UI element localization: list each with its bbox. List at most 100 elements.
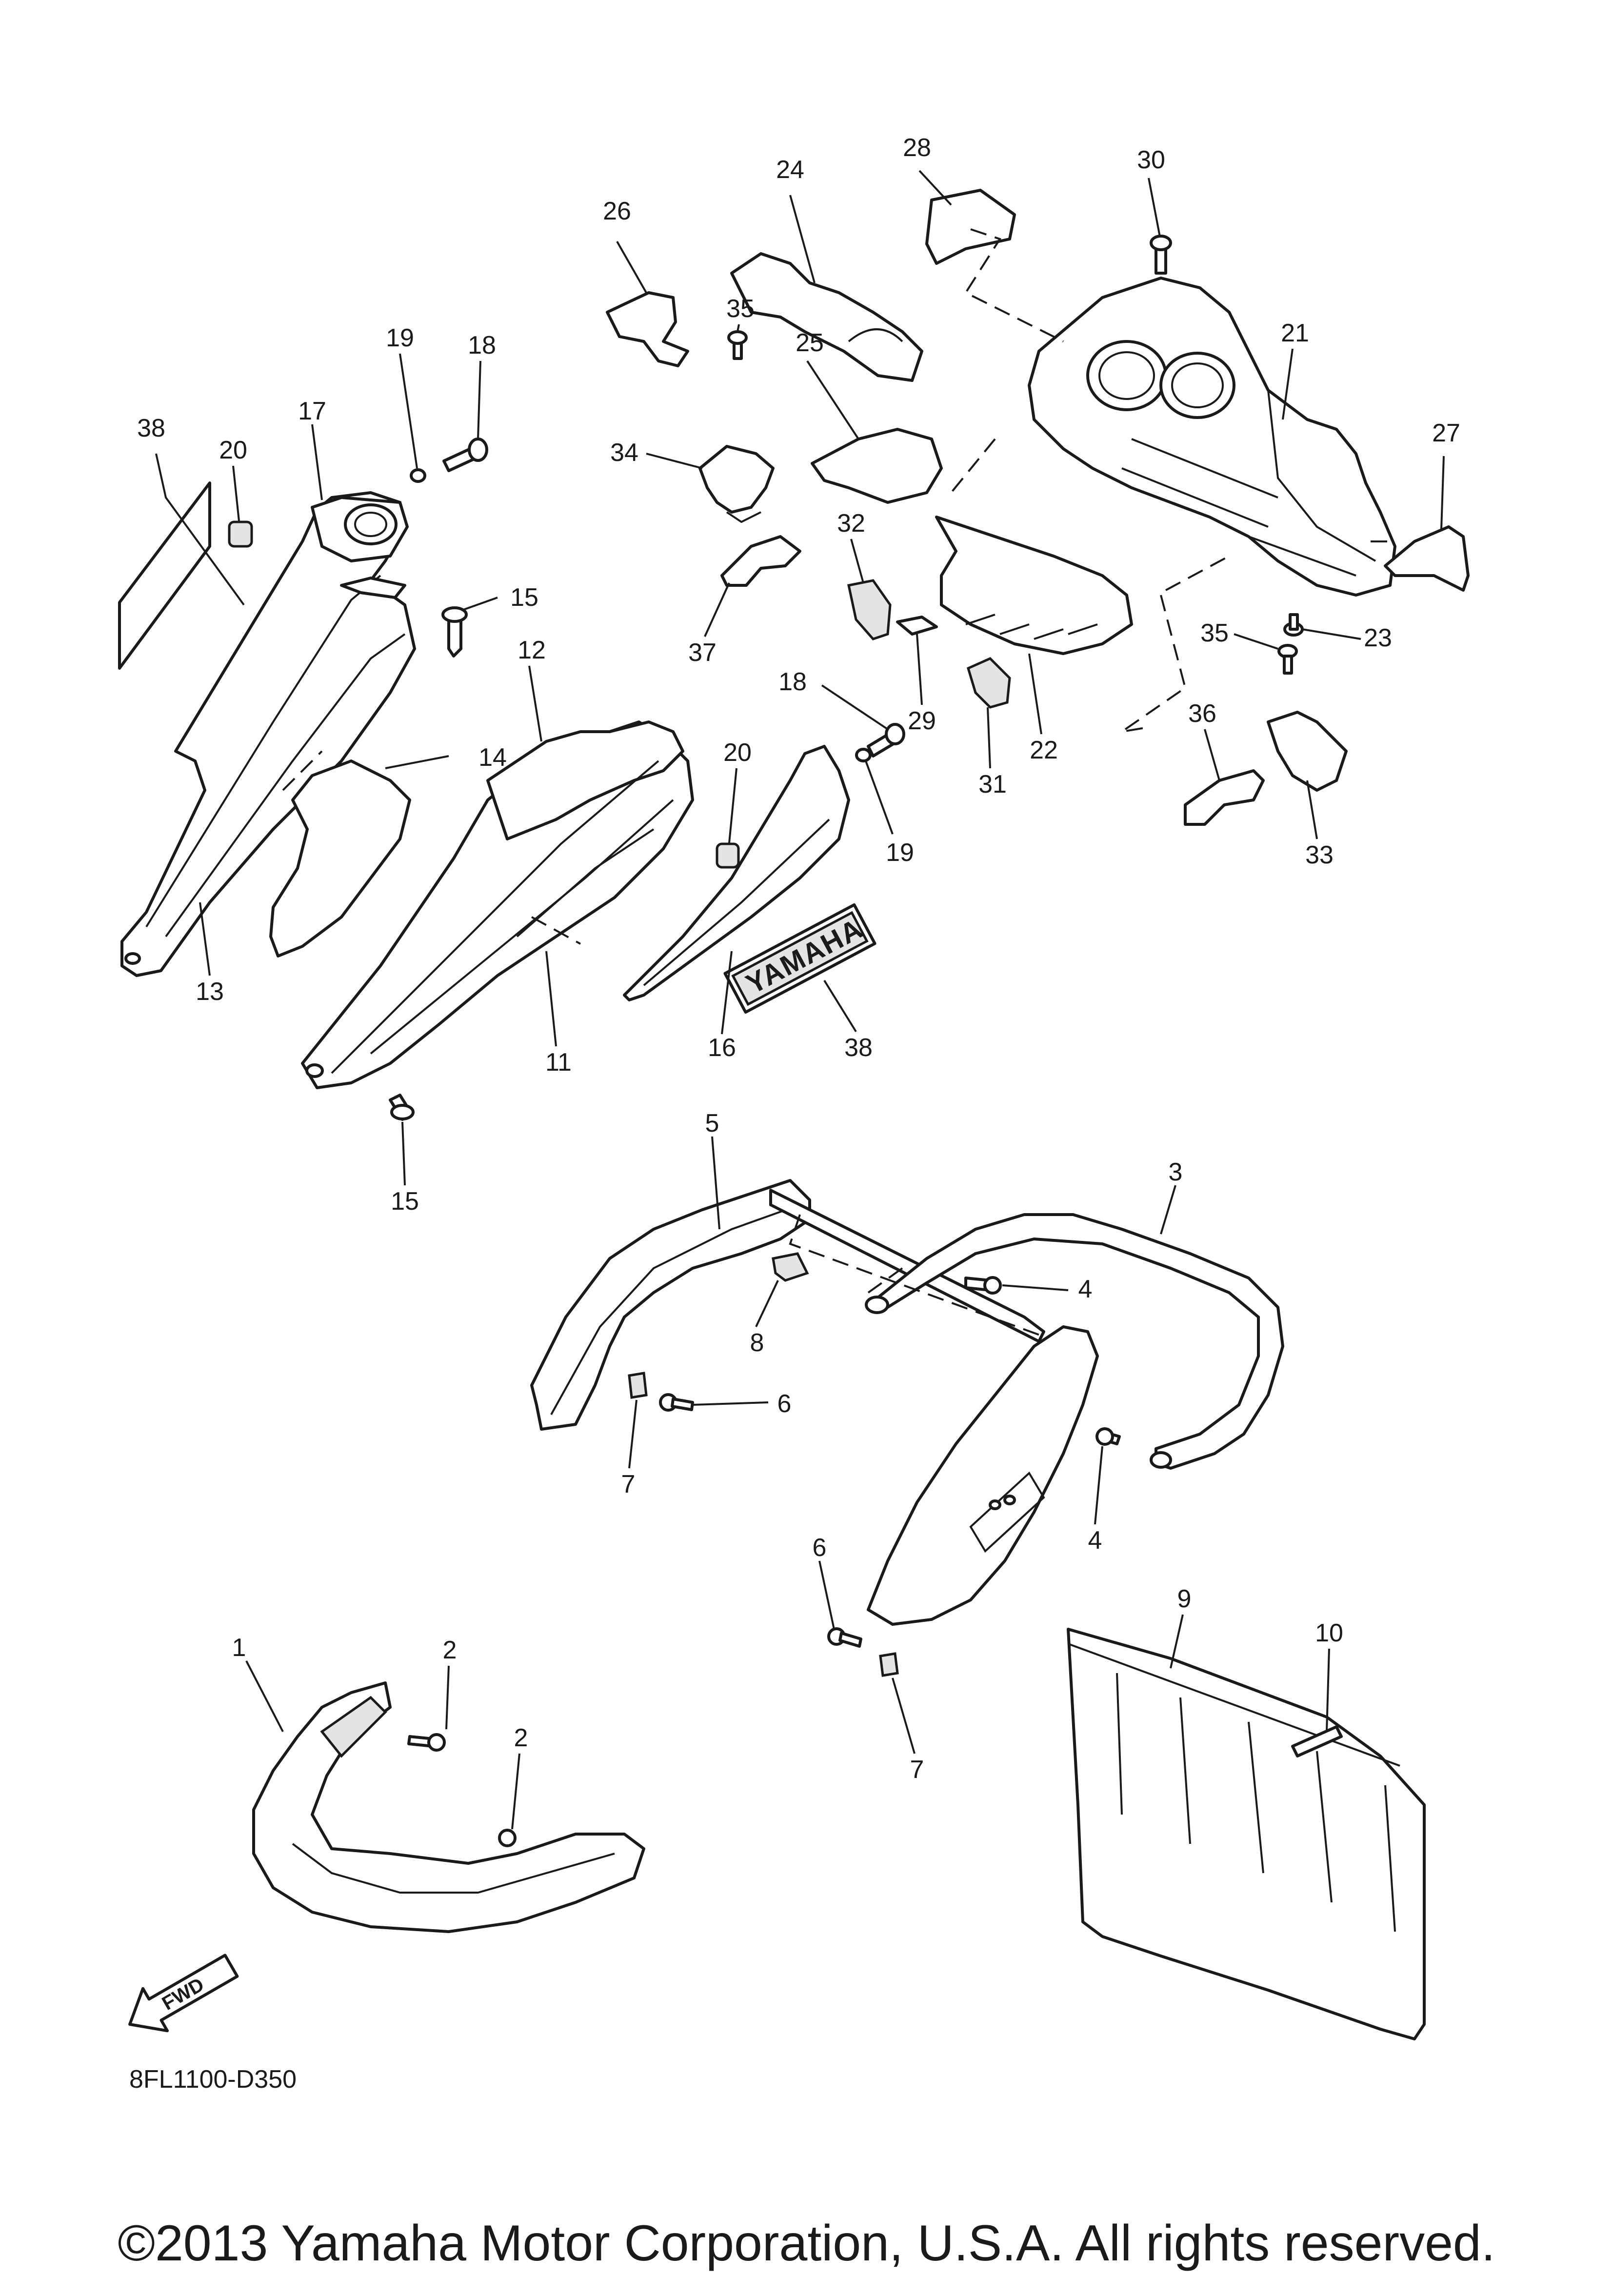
diagram-code: 8FL1100-D350 <box>129 2065 297 2094</box>
leader-8 <box>755 1280 779 1327</box>
leader-30 <box>1148 178 1161 237</box>
washer-19-right <box>855 748 872 762</box>
snow-flap-9-top <box>1068 1643 1400 1767</box>
side-cover-16-ridge <box>643 819 830 986</box>
bumper-3-end-left <box>865 1296 889 1314</box>
yamaha-decal-inner <box>731 911 869 1006</box>
screw-23 <box>1289 613 1299 631</box>
bolt-4-lower-head <box>1095 1427 1114 1446</box>
leader-7b <box>892 1677 916 1754</box>
gauge-right-inner <box>1171 362 1224 408</box>
leader-11 <box>545 951 557 1047</box>
callout-31: 31 <box>978 770 1007 799</box>
leader-34 <box>646 453 703 469</box>
leader-20b <box>728 768 737 843</box>
clip-7-lower <box>879 1652 899 1677</box>
callout-26: 26 <box>603 197 631 225</box>
bracket-17-hook <box>340 577 406 599</box>
callout-20b: 20 <box>723 739 752 767</box>
leader-2a <box>445 1665 450 1730</box>
leader-14 <box>385 755 449 769</box>
bracket-34 <box>698 445 775 514</box>
leader-27 <box>1440 456 1445 530</box>
callout-17: 17 <box>298 397 326 425</box>
front-bumper-1 <box>252 1681 645 1933</box>
callout-27: 27 <box>1432 419 1460 447</box>
callout-16: 16 <box>708 1034 736 1062</box>
leader-2b <box>511 1753 520 1830</box>
leader-10 <box>1326 1648 1330 1732</box>
dash-vents <box>1121 438 1356 577</box>
assembly-line-1 <box>282 750 323 791</box>
callout-36: 36 <box>1188 699 1216 728</box>
callout-7b: 7 <box>910 1756 924 1784</box>
leader-18b <box>821 684 889 730</box>
leader-36 <box>1204 729 1220 781</box>
callout-24: 24 <box>776 156 804 184</box>
inner-panel-14 <box>269 759 411 958</box>
leader-15b <box>401 1121 406 1186</box>
leader-5 <box>711 1136 720 1230</box>
guard-5-right <box>867 1325 1099 1626</box>
callout-28: 28 <box>903 134 931 162</box>
bumper-3-end-right <box>1150 1451 1172 1469</box>
fwd-arrow: FWD <box>128 1954 239 2033</box>
leader-20a <box>232 465 240 521</box>
copyright-notice: ©2013 Yamaha Motor Corporation, U.S.A. A… <box>118 2215 1495 2272</box>
snow-flap-9-ribs <box>1116 1673 1396 1932</box>
leader-3 <box>1160 1185 1176 1235</box>
callout-14: 14 <box>478 743 507 772</box>
callout-35b: 35 <box>1200 619 1229 647</box>
leader-35a <box>737 324 740 332</box>
assembly-line-8 <box>789 1214 1044 1338</box>
guard-5-right-panel <box>969 1471 1045 1553</box>
callout-15b: 15 <box>391 1187 419 1216</box>
clip-7-upper <box>628 1372 648 1399</box>
plate-22 <box>935 516 1133 655</box>
bolt-2-upper-head <box>427 1733 446 1752</box>
front-hood-12 <box>486 720 684 840</box>
snow-flap-9 <box>1067 1628 1426 2040</box>
leader-13 <box>199 902 211 976</box>
plate-22-slots <box>965 614 1098 640</box>
assembly-line-2 <box>531 916 581 945</box>
leader-37 <box>704 582 730 637</box>
front-hood-ridge-2 <box>370 799 674 1055</box>
bracket-17-ring <box>344 503 398 545</box>
leader-25 <box>806 360 859 440</box>
callout-12: 12 <box>518 636 546 664</box>
leader-4a <box>1002 1284 1069 1291</box>
callout-32: 32 <box>837 509 865 538</box>
bolt-18-right-head <box>885 723 905 745</box>
fwd-arrow-shape <box>128 1954 239 2033</box>
gauge-left-inner <box>1098 351 1155 400</box>
bolt-18-left-head <box>468 438 488 462</box>
guard-5 <box>530 1179 811 1431</box>
assembly-line-6 <box>1121 595 1187 733</box>
leader-17 <box>311 424 323 500</box>
leader-33 <box>1306 780 1318 839</box>
callout-20a: 20 <box>219 436 247 464</box>
panel-24-cut <box>848 328 903 342</box>
bolt-6-upper <box>671 1398 694 1411</box>
callout-30: 30 <box>1137 146 1165 174</box>
callout-18a: 18 <box>468 331 496 359</box>
cover-27 <box>1384 525 1470 592</box>
cover-28 <box>925 189 1016 265</box>
callout-34: 34 <box>610 439 638 467</box>
front-hood-ridge-3 <box>516 828 655 938</box>
bolt-6-lower <box>838 1632 862 1648</box>
callout-2b: 2 <box>514 1724 528 1752</box>
callout-11: 11 <box>545 1048 572 1077</box>
bracket-34-fold <box>726 511 761 523</box>
callout-19b: 19 <box>886 839 914 867</box>
callout-10: 10 <box>1315 1619 1343 1647</box>
callout-25: 25 <box>796 329 824 357</box>
callout-4a: 4 <box>1078 1275 1093 1303</box>
leader-29 <box>916 634 923 705</box>
callout-19a: 19 <box>386 324 414 352</box>
leader-38b <box>823 979 857 1033</box>
washer-19-left <box>410 468 426 483</box>
leader-22 <box>1028 653 1042 735</box>
guard-5-inner <box>550 1204 800 1415</box>
